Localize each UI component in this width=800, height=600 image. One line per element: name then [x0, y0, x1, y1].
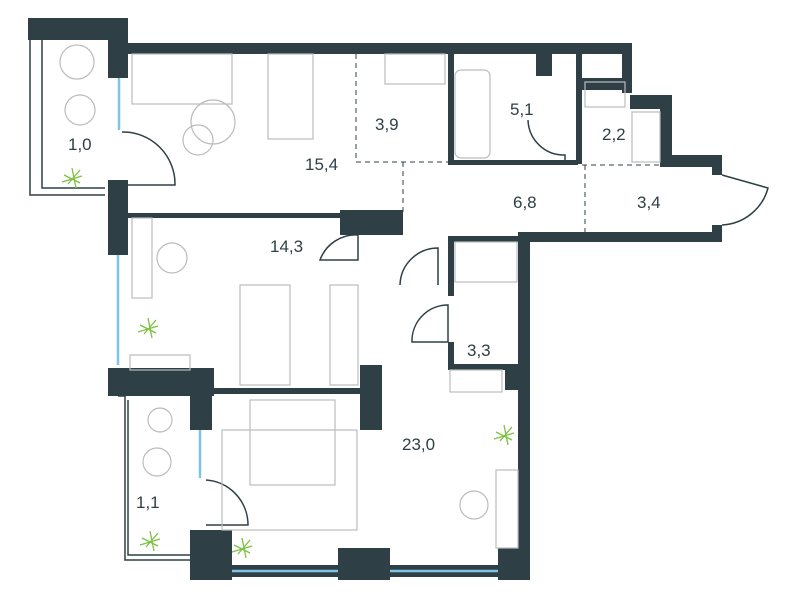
room-area-living-kitchen: 15,4 [305, 155, 338, 174]
room-area-closet: 2,2 [602, 125, 626, 144]
furniture [59, 44, 661, 549]
doors [121, 119, 769, 526]
room-area-entrance: 3,4 [637, 193, 661, 212]
room-labels: 1,0 15,4 3,9 5,1 2,2 6,8 3,4 14,3 3,3 23… [68, 100, 661, 512]
room-area-hallway: 6,8 [513, 193, 537, 212]
room-area-balcony-top: 1,0 [68, 135, 92, 154]
room-area-balcony-bottom: 1,1 [136, 493, 160, 512]
room-area-kitchen: 3,9 [375, 115, 399, 134]
room-area-bathroom: 5,1 [510, 100, 534, 119]
walls [28, 18, 722, 580]
partition-lines [355, 54, 660, 232]
room-area-bedroom-small: 14,3 [270, 237, 303, 256]
windows [116, 78, 498, 573]
room-area-bedroom-master: 23,0 [402, 435, 435, 454]
balcony-outlines [29, 40, 190, 561]
room-area-bathroom-small: 3,3 [467, 341, 491, 360]
plants [61, 167, 515, 559]
